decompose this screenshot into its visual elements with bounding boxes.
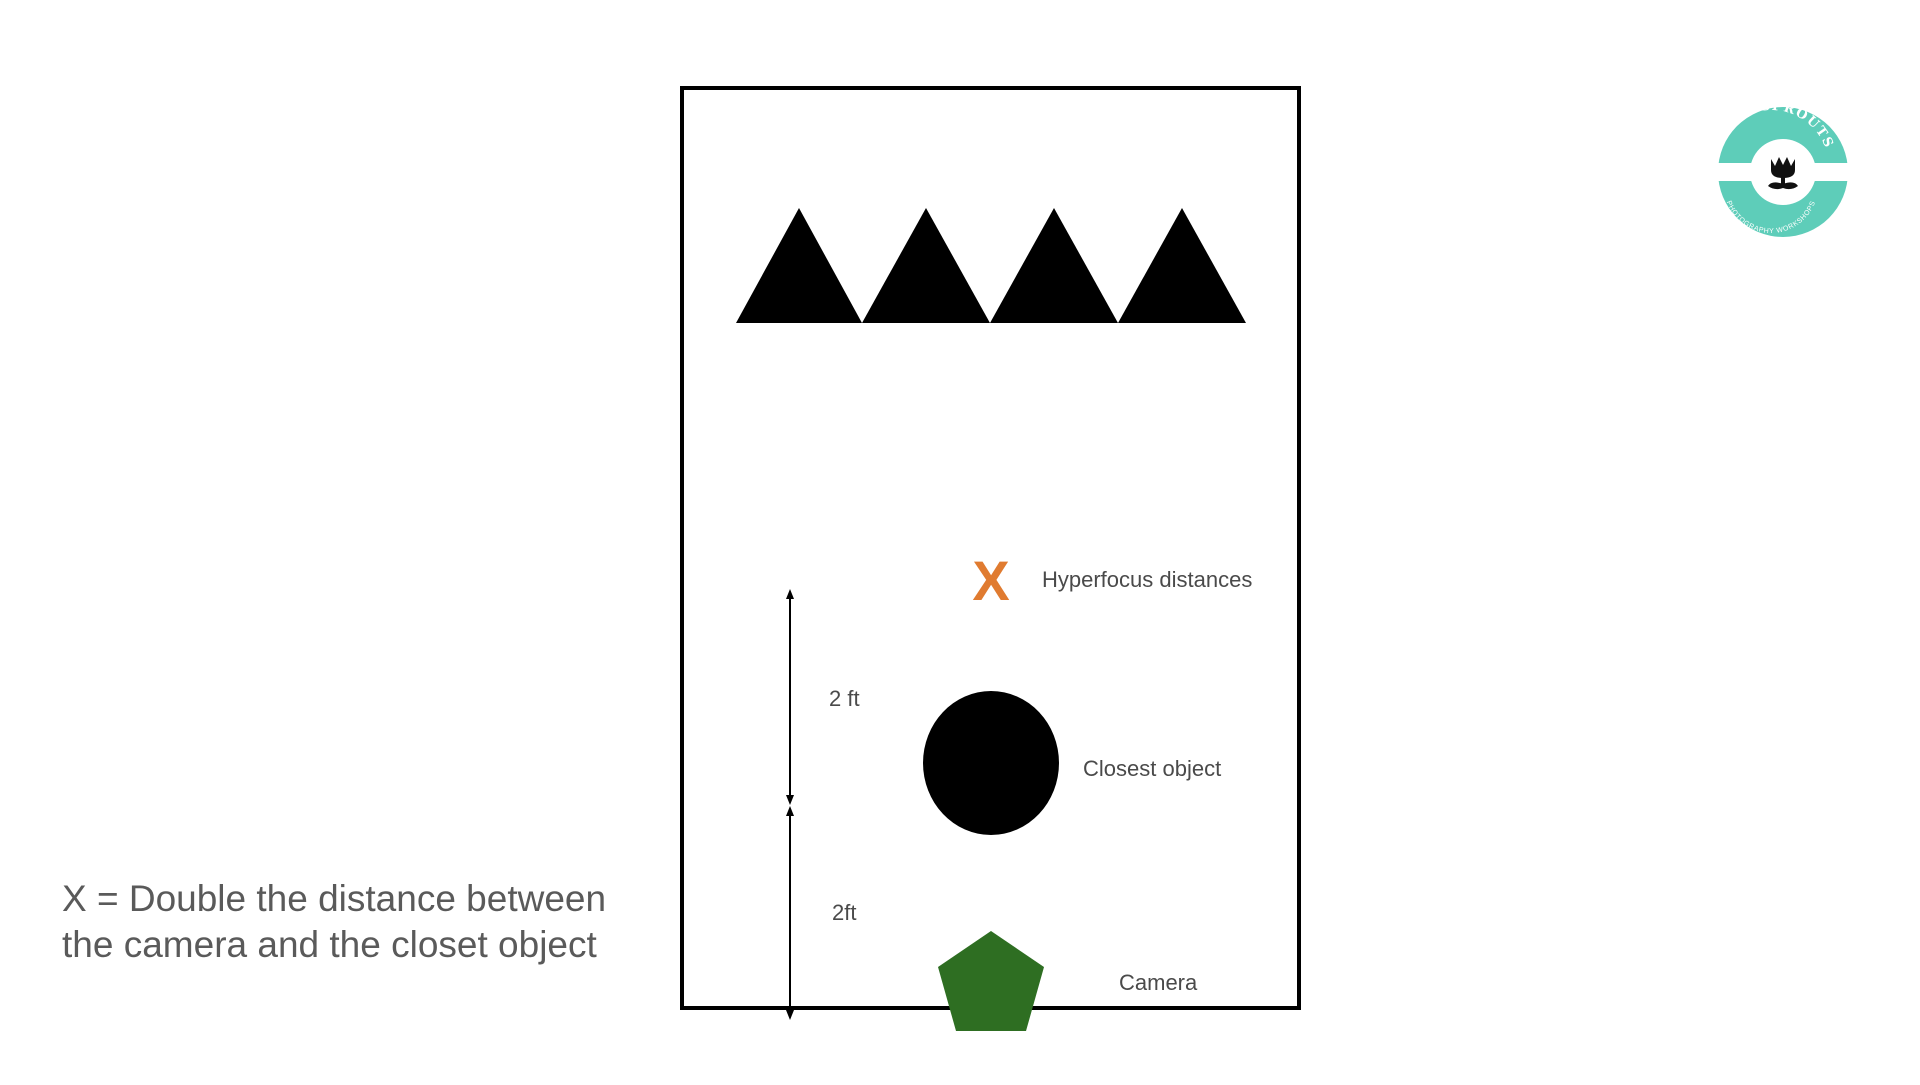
caption-line-2: the camera and the closet object [62,924,597,965]
double-arrow-icon [786,589,794,1020]
camera-label: Camera [1119,970,1198,995]
scene-frame [680,86,1301,1010]
tulip-icon [1768,157,1798,190]
hyperfocus-label: Hyperfocus distances [1042,567,1252,592]
camera-pentagon-icon [938,931,1044,1031]
hyperfocus-marker: X [972,549,1009,612]
mountain-triangle-icon [736,208,862,323]
mountain-triangle-icon [1118,208,1246,323]
caption: X = Double the distance between the came… [62,876,682,968]
photosprouts-logo: PHOTOSPROUTS PHOTOGRAPHY WORKSHOPS [1706,99,1854,237]
closest-object-label: Closest object [1083,756,1221,781]
mountain-triangle-icon [990,208,1118,323]
distance-label-lower: 2ft [832,900,856,925]
distance-label-upper: 2 ft [829,686,860,711]
mountain-triangle-icon [862,208,990,323]
mountain-row [736,208,1246,323]
circle-object-icon [923,691,1059,835]
caption-line-1: X = Double the distance between [62,878,607,919]
